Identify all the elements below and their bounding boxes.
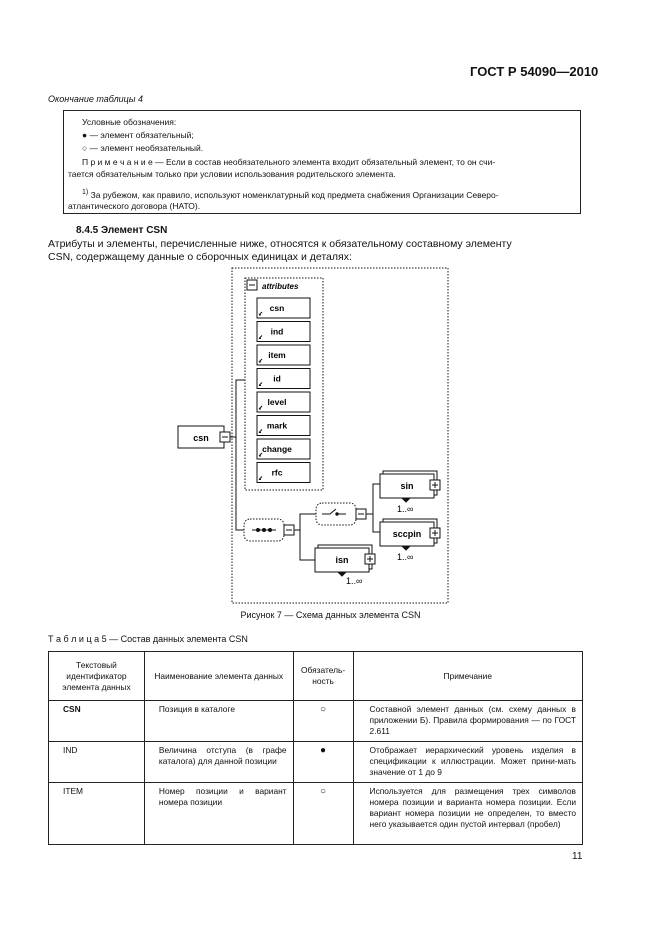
cell-name: Величина отступа (в графе каталога) для … xyxy=(143,741,294,783)
expand-icon xyxy=(429,527,441,539)
legend-mandatory: ● — элемент обязательный; xyxy=(82,130,194,140)
header-required: Обязатель-ность xyxy=(292,651,354,701)
attribute-arrow-icon xyxy=(258,382,263,386)
cell-required-icon: ○ xyxy=(292,782,354,845)
attribute-label-rfc: rfc xyxy=(272,468,283,478)
root-element-label: csn xyxy=(193,433,209,443)
root-collapse-icon xyxy=(219,431,231,443)
section-intro-line1: Атрибуты и элементы, перечисленные ниже,… xyxy=(48,238,512,250)
attribute-box-change xyxy=(256,438,311,460)
child-isn-label: isn xyxy=(335,555,348,565)
section-intro-line2: CSN, содержащему данные о сборочных един… xyxy=(48,251,352,263)
attribute-label-mark: mark xyxy=(267,421,288,431)
header-name: Наименование элемента данных xyxy=(143,651,294,701)
header-note: Примечание xyxy=(352,651,584,701)
sccpin-anchor-icon xyxy=(400,545,412,551)
child-sin-shadow xyxy=(382,470,438,496)
attribute-label-change: change xyxy=(262,444,292,454)
table-continuation-label: Окончание таблицы 4 xyxy=(48,94,143,104)
attribute-box-csn xyxy=(256,297,311,319)
cell-id: IND xyxy=(48,741,145,783)
legend-optional: ○ — элемент необязательный. xyxy=(82,143,204,153)
expand-icon xyxy=(429,479,441,491)
cell-note: Используется для размещения трех символо… xyxy=(352,782,584,845)
attribute-arrow-icon xyxy=(258,429,263,433)
legend-box: Условные обозначения: ● — элемент обязат… xyxy=(63,110,581,214)
child-sccpin-box xyxy=(379,521,435,547)
attribute-label-csn: csn xyxy=(270,303,285,313)
table-caption: Т а б л и ц а 5 — Состав данных элемента… xyxy=(48,634,248,644)
attribute-box-rfc xyxy=(256,462,311,483)
attributes-group xyxy=(244,277,324,491)
data-table: Текстовый идентификатор элемента данных … xyxy=(48,651,584,845)
choice-collapse-icon xyxy=(355,508,367,520)
attribute-arrow-icon xyxy=(258,405,263,410)
child-isn-shadow xyxy=(317,544,373,570)
figure-caption: Рисунок 7 — Схема данных элемента CSN xyxy=(240,610,421,620)
child-sin-box xyxy=(379,473,435,499)
attribute-box-ind xyxy=(256,321,311,342)
collapse-icon xyxy=(246,279,258,291)
cell-required-icon: ● xyxy=(292,741,354,783)
attribute-box-item xyxy=(256,344,311,366)
attribute-label-level: level xyxy=(268,397,287,407)
sin-anchor-icon xyxy=(400,497,412,503)
legend-note-line1: П р и м е ч а н и е — Если в состав необ… xyxy=(82,157,496,167)
page-number: 11 xyxy=(572,851,583,862)
diagram-frame xyxy=(231,267,449,604)
child-sccpin-shadow xyxy=(382,518,438,544)
cell-note: Отображает иерархический уровень изделия… xyxy=(352,741,584,783)
filled-circle-icon: ● xyxy=(82,130,88,140)
sccpin-cardinality: 1..∞ xyxy=(397,552,413,562)
attribute-label-ind: ind xyxy=(271,327,284,337)
sin-cardinality: 1..∞ xyxy=(397,504,413,514)
cell-id: ITEM xyxy=(48,782,145,845)
attribute-arrow-icon xyxy=(258,452,263,457)
child-isn-box xyxy=(314,547,370,573)
attribute-arrow-icon xyxy=(258,311,263,316)
table-row: IND Величина отступа (в графе каталога) … xyxy=(48,741,584,783)
isn-cardinality: 1..∞ xyxy=(346,576,362,586)
footnote-line1: 1) За рубежом, как правило, используют н… xyxy=(82,189,499,200)
empty-circle-icon: ○ xyxy=(82,143,88,153)
attribute-box-id xyxy=(256,368,311,389)
sequence-compositor xyxy=(243,518,285,542)
header-id: Текстовый идентификатор элемента данных xyxy=(48,651,145,701)
cell-name: Номер позиции и вариант номера позиции xyxy=(143,782,294,845)
attribute-arrow-icon xyxy=(258,476,263,480)
standard-number: ГОСТ Р 54090—2010 xyxy=(470,64,599,79)
section-heading: 8.4.5 Элемент CSN xyxy=(76,225,168,236)
isn-anchor-icon xyxy=(336,571,348,577)
legend-title: Условные обозначения: xyxy=(82,117,177,127)
child-sin-label: sin xyxy=(400,481,413,491)
attribute-list: csn ind item id level mark change rfc xyxy=(256,297,311,483)
table-header-row: Текстовый идентификатор элемента данных … xyxy=(48,651,584,701)
root-element-box xyxy=(177,425,225,449)
attribute-box-mark xyxy=(256,415,311,436)
table-row: CSN Позиция в каталоге ○ Составной элеме… xyxy=(48,700,584,742)
attribute-label-id: id xyxy=(273,374,281,384)
attributes-label: attributes xyxy=(262,282,299,291)
attribute-arrow-icon xyxy=(258,335,263,339)
cell-note: Составной элемент данных (см. схему данн… xyxy=(352,700,584,742)
attribute-arrow-icon xyxy=(258,358,263,363)
footnote-line2: атлантического договора (НАТО). xyxy=(68,201,201,211)
legend-note-line2: тается обязательным только при условии и… xyxy=(68,169,396,179)
cell-name: Позиция в каталоге xyxy=(143,700,294,742)
attribute-box-level xyxy=(256,391,311,413)
sequence-collapse-icon xyxy=(283,524,295,536)
attribute-label-item: item xyxy=(268,350,286,360)
expand-icon xyxy=(364,553,376,565)
choice-compositor xyxy=(315,502,357,526)
table-row: ITEM Номер позиции и вариант номера пози… xyxy=(48,782,584,845)
cell-required-icon: ○ xyxy=(292,700,354,742)
cell-id: CSN xyxy=(48,700,145,742)
child-sccpin-label: sccpin xyxy=(393,529,422,539)
